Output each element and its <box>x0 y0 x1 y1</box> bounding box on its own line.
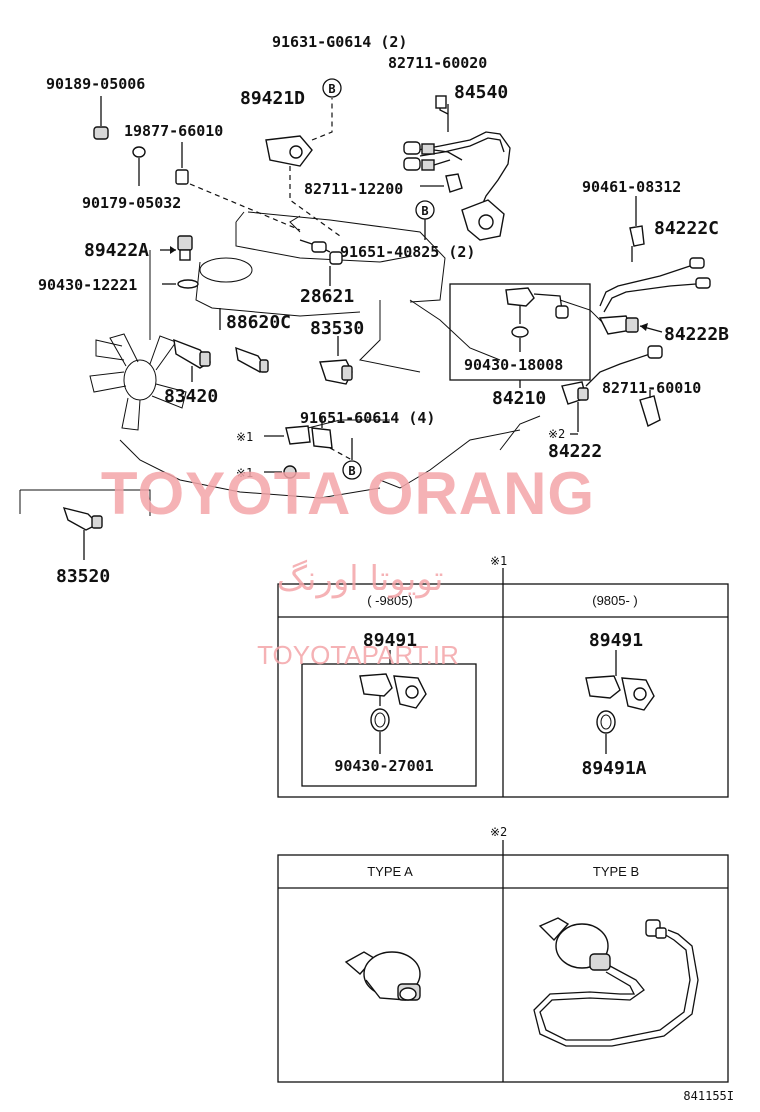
label-88620c: 88620C <box>226 312 291 333</box>
table2-col2-header: TYPE B <box>593 864 639 879</box>
variant-table-note1: ※1 ( -9805) (9805- ) 89491 90430-27001 8… <box>277 554 729 798</box>
label-28621: 28621 <box>300 286 354 307</box>
gasket-90430-12221 <box>162 279 199 289</box>
harness-84540 <box>403 95 511 241</box>
watermark-farsi: تویوتا اورنگ <box>277 559 444 599</box>
part-labels: 91631-G0614 (2) 82711-60020 90189-05006 … <box>38 33 729 587</box>
label-91651-40825: 91651-40825 (2) <box>340 243 475 261</box>
sensor-83520 <box>62 507 103 560</box>
switch-84210-box <box>449 283 591 388</box>
label-89422a: 89422A <box>84 240 149 261</box>
cooling-fan <box>89 333 187 431</box>
marker-b-top: B <box>322 78 342 98</box>
switch-note1 <box>264 416 333 479</box>
sensor-89421d <box>265 98 341 237</box>
label-82711-12200: 82711-12200 <box>304 180 403 198</box>
harness-84222 <box>561 345 663 432</box>
label-84540: 84540 <box>454 82 508 103</box>
svg-text:B: B <box>328 82 335 96</box>
note1-marker-b: ※1 <box>236 466 253 480</box>
type-a-sensor <box>344 951 421 1001</box>
label-90430-18008: 90430-18008 <box>464 356 563 374</box>
label-82711-60010: 82711-60010 <box>602 379 701 397</box>
clamp-82711-12200 <box>420 173 463 193</box>
note2-marker: ※2 <box>548 427 565 441</box>
sensor-89422a <box>160 235 193 261</box>
table1-col1-header: ( -9805) <box>367 593 413 608</box>
label-19877-66010: 19877-66010 <box>124 122 223 140</box>
sensor-88620c <box>235 346 269 373</box>
watermark: TOYOTA ORANG تویوتا اورنگ TOYOTAPART.IR <box>101 460 595 670</box>
marker-b-middle: B <box>415 200 435 240</box>
clip-90461 <box>629 196 645 262</box>
watermark-brand: TOYOTA ORANG <box>101 460 595 527</box>
plug-90189 <box>93 96 109 140</box>
label-89421d: 89421D <box>240 88 305 109</box>
table2-col1-header: TYPE A <box>367 864 413 879</box>
marker-b-bottom: B <box>329 438 362 480</box>
table2-ref: ※2 <box>490 825 507 839</box>
label-91631-g0614: 91631-G0614 (2) <box>272 33 407 51</box>
svg-text:B: B <box>348 464 355 478</box>
label-83530: 83530 <box>310 318 364 339</box>
sensor-19877 <box>175 142 301 231</box>
label-90179-05032: 90179-05032 <box>82 194 181 212</box>
table1-col2-header: (9805- ) <box>592 593 638 608</box>
label-91651-60614: 91651-60614 (4) <box>300 409 435 427</box>
table1-ref: ※1 <box>490 554 507 568</box>
label-83520: 83520 <box>56 566 110 587</box>
label-84222b: 84222B <box>664 324 729 345</box>
nut-90179 <box>132 146 146 186</box>
sensor-83530 <box>319 336 353 385</box>
type-b-sensor <box>533 917 699 1047</box>
label-90430-27001: 90430-27001 <box>334 757 433 775</box>
label-84210: 84210 <box>492 388 546 409</box>
label-90461-08312: 90461-08312 <box>582 178 681 196</box>
sensor-83420 <box>173 338 212 382</box>
label-90189-05006: 90189-05006 <box>46 75 145 93</box>
svg-text:B: B <box>421 204 428 218</box>
label-89491-right: 89491 <box>589 630 643 651</box>
label-84222c: 84222C <box>654 218 719 239</box>
harness-84222c <box>598 257 711 335</box>
label-89491a: 89491A <box>581 758 646 779</box>
sensor-28621 <box>289 215 343 286</box>
label-89491-left: 89491 <box>363 630 417 651</box>
label-82711-60020: 82711-60020 <box>388 54 487 72</box>
variant-table-note2: ※2 TYPE A TYPE B <box>277 825 729 1083</box>
label-84222: 84222 <box>548 441 602 462</box>
diagram-code: 841155I <box>683 1089 734 1103</box>
label-83420: 83420 <box>164 386 218 407</box>
note1-marker-a: ※1 <box>236 430 253 444</box>
watermark-site: TOYOTAPART.IR <box>257 640 459 670</box>
label-90430-12221: 90430-12221 <box>38 276 137 294</box>
